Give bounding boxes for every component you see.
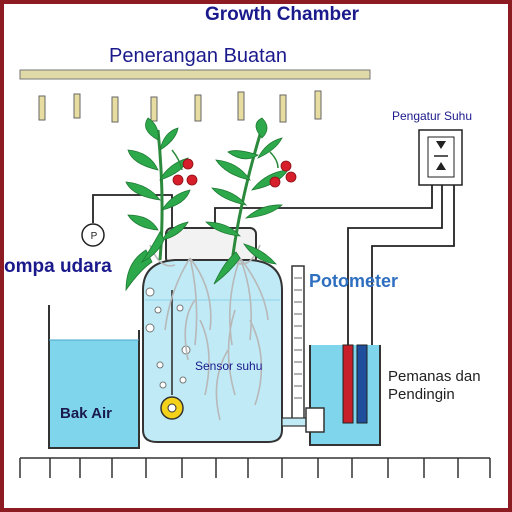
air-bubbles: [145, 287, 191, 389]
air-pump-gauge: P: [81, 223, 105, 247]
water-tank-label: Bak Air: [60, 405, 112, 422]
tomato: [285, 171, 297, 183]
tomato: [172, 174, 184, 186]
potometer: [281, 265, 325, 433]
tomato: [186, 174, 198, 186]
light-tube: [111, 96, 119, 123]
air-pump-label: ompa udara: [4, 256, 112, 277]
thermostat: [418, 129, 463, 186]
growth-chamber-diagram: Growth Chamber Penerangan Buatan Pengatu…: [4, 4, 491, 478]
plant-left: [125, 117, 191, 292]
light-tube: [279, 94, 287, 123]
tomatoes-left: [172, 158, 198, 186]
triangle-up-icon: [436, 141, 446, 149]
heater-cooler-label-line2: Pendingin: [388, 386, 455, 403]
temp-sensor-label: Sensor suhu: [195, 359, 262, 373]
heater-cooler-label-line1: Pemanas dan: [388, 368, 481, 385]
ground-line: [19, 457, 491, 478]
cooler-bar: [356, 344, 368, 424]
potometer-label: Potometer: [309, 271, 398, 291]
tomato: [280, 160, 292, 172]
tomato: [269, 176, 281, 188]
heater-bar: [342, 344, 354, 424]
thermostat-label: Pengatur Suhu: [392, 109, 472, 123]
lighting-label: Penerangan Buatan: [109, 45, 287, 67]
light-tube: [237, 91, 245, 121]
tomato: [182, 158, 194, 170]
light-tube: [73, 93, 81, 119]
pump-gauge-symbol: P: [91, 231, 98, 242]
light-fixture: [19, 69, 371, 80]
title: Growth Chamber: [205, 4, 360, 25]
water-tank: [48, 305, 140, 449]
light-tube: [314, 90, 322, 120]
light-tubes: [38, 90, 322, 123]
plant-roots: [149, 244, 269, 421]
light-tube: [150, 96, 158, 122]
triangle-down-icon: [436, 162, 446, 170]
tomatoes-right: [269, 160, 297, 188]
light-tube: [194, 94, 202, 122]
light-tube: [38, 95, 46, 121]
